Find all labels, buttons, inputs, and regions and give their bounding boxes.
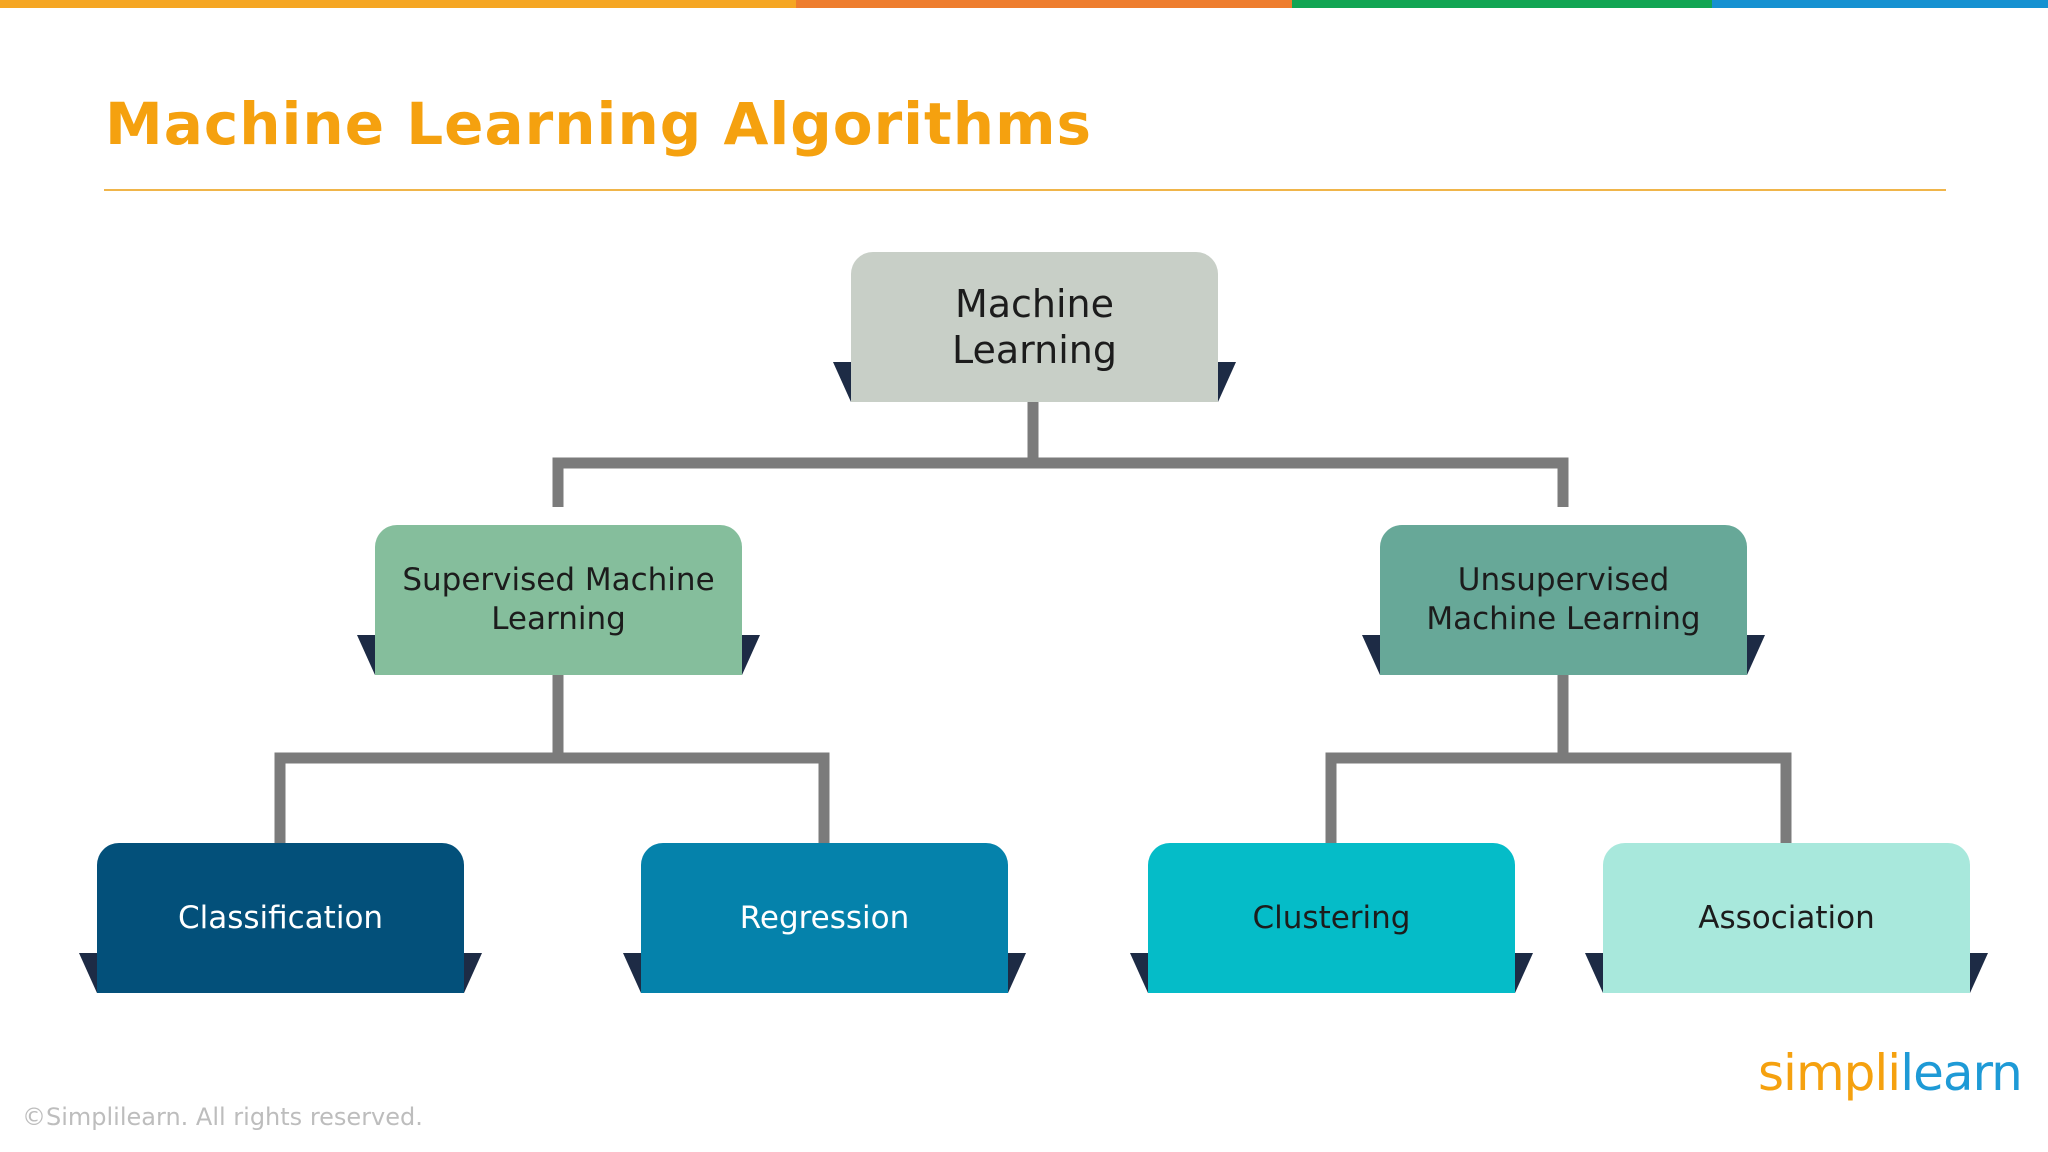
node-label: Supervised Machine Learning [402, 562, 715, 637]
node-clustering: Clustering [1130, 843, 1533, 993]
fold-left [357, 635, 375, 675]
node-label: Machine Learning [952, 282, 1117, 372]
node-regression: Regression [623, 843, 1026, 993]
top-bar-segment-green [1292, 0, 1712, 8]
simplilearn-logo: simplilearn [1758, 1044, 2023, 1102]
fold-left [1130, 953, 1148, 993]
top-color-bar [0, 0, 2048, 8]
fold-left [79, 953, 97, 993]
logo-simpl: simpl [1758, 1044, 1888, 1102]
page-title: Machine Learning Algorithms [105, 90, 1093, 158]
fold-right [464, 953, 482, 993]
node-label: Regression [739, 899, 910, 936]
logo-i: i [1887, 1044, 1901, 1102]
fold-left [1585, 953, 1603, 993]
connector-unsupervised-to-children [1325, 675, 1792, 845]
fold-right [1218, 362, 1236, 402]
node-supervised-machine-learning: Supervised Machine Learning [357, 525, 760, 675]
node-label: Unsupervised Machine Learning [1426, 562, 1701, 637]
fold-right [1747, 635, 1765, 675]
node-label: Clustering [1252, 899, 1411, 936]
fold-left [833, 362, 851, 402]
node-association: Association [1585, 843, 1988, 993]
copyright-notice: ©Simplilearn. All rights reserved. [22, 1103, 423, 1131]
fold-left [1362, 635, 1380, 675]
title-divider [104, 189, 1946, 191]
node-unsupervised-machine-learning: Unsupervised Machine Learning [1362, 525, 1765, 675]
logo-learn: learn [1900, 1044, 2023, 1102]
node-label: Association [1698, 899, 1875, 936]
fold-right [1008, 953, 1026, 993]
fold-right [1515, 953, 1533, 993]
connector-supervised-to-children [274, 675, 830, 845]
top-bar-segment-orange [0, 0, 796, 8]
node-label: Classification [177, 899, 384, 936]
connector-root-to-branches [552, 400, 1569, 507]
fold-right [742, 635, 760, 675]
top-bar-segment-darkorange [796, 0, 1292, 8]
fold-left [623, 953, 641, 993]
top-bar-segment-blue [1712, 0, 2048, 8]
node-machine-learning: Machine Learning [833, 252, 1236, 402]
fold-right [1970, 953, 1988, 993]
node-classification: Classification [79, 843, 482, 993]
